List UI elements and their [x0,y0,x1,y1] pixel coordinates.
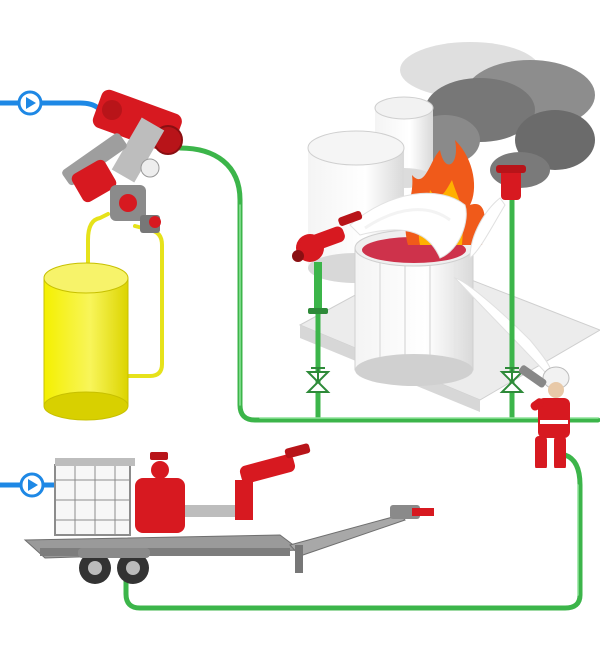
water-pipe-top [0,100,100,111]
smoke-cloud [400,42,595,188]
foam-stream-monitor [349,192,467,259]
mobile-trailer [23,443,434,584]
foam-pourer [496,165,526,200]
pump-icon-top [17,90,43,116]
firefighter-icon [519,365,570,474]
gate-valve-right [499,367,525,393]
fixed-monitor [292,210,363,314]
foam-stream-pourer [469,197,506,260]
pump-icon-bottom [19,472,45,498]
burning-tank [354,229,474,386]
gate-valve-left [305,367,331,393]
proportioner-unit [62,89,183,233]
foam-concentrate-tank [43,262,129,421]
